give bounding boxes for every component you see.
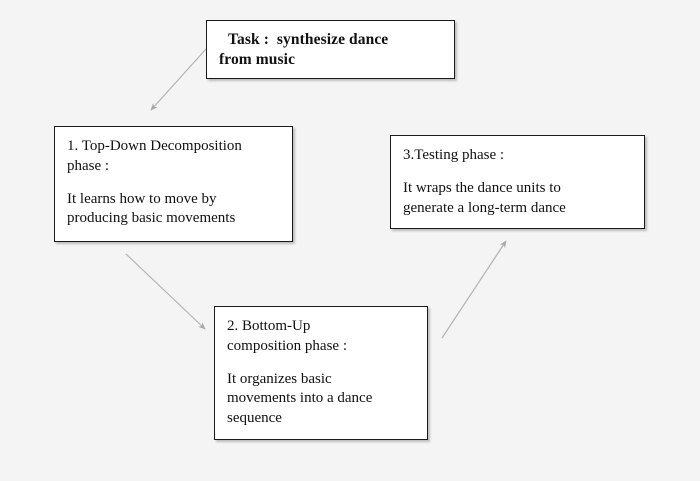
phase-1-spacer bbox=[67, 176, 280, 190]
task-box-line-2: from music bbox=[219, 50, 296, 68]
phase-3-title-line-1: 3.Testing phase : bbox=[403, 147, 505, 163]
phase-3-box-content: 3.Testing phase : It wraps the dance uni… bbox=[391, 136, 644, 226]
arrow-task-to-phase1 bbox=[150, 48, 207, 111]
phase-2-body-line-3: sequence bbox=[227, 409, 282, 426]
task-box-line-1: Task : synthesize dance bbox=[228, 31, 389, 48]
phase-3-spacer bbox=[403, 166, 632, 180]
phase-2-body-line-2: movements into a dance bbox=[227, 390, 373, 407]
arrow-phase2-to-phase3 bbox=[441, 240, 507, 339]
phase-2-box[interactable]: 2. Bottom-Up composition phase : It orga… bbox=[214, 306, 428, 440]
phase-2-title-line-1: 2. Bottom-Up bbox=[227, 318, 311, 334]
arrow-phase1-to-phase2 bbox=[125, 253, 206, 330]
phase-1-box-content: 1. Top-Down Decomposition phase : It lea… bbox=[55, 127, 292, 237]
phase-3-body-line-1: It wraps the dance units to bbox=[403, 180, 561, 197]
phase-3-box[interactable]: 3.Testing phase : It wraps the dance uni… bbox=[390, 135, 645, 229]
phase-3-body-line-2: generate a long-term dance bbox=[403, 199, 566, 216]
phase-2-body-line-1: It organizes basic bbox=[227, 370, 332, 387]
phase-1-body-line-1: It learns how to move by bbox=[67, 190, 217, 207]
phase-1-title-line-2: phase : bbox=[67, 157, 110, 174]
phase-2-box-content: 2. Bottom-Up composition phase : It orga… bbox=[215, 307, 427, 436]
phase-1-title-line-1: 1. Top-Down Decomposition bbox=[67, 138, 242, 154]
phase-2-spacer bbox=[227, 356, 415, 370]
phase-1-body-line-2: producing basic movements bbox=[67, 210, 236, 227]
phase-1-box[interactable]: 1. Top-Down Decomposition phase : It lea… bbox=[54, 126, 293, 242]
task-box[interactable]: Task : synthesize dance from music bbox=[206, 20, 455, 79]
task-box-content: Task : synthesize dance from music bbox=[207, 21, 454, 76]
phase-2-title-line-2: composition phase : bbox=[227, 337, 347, 354]
